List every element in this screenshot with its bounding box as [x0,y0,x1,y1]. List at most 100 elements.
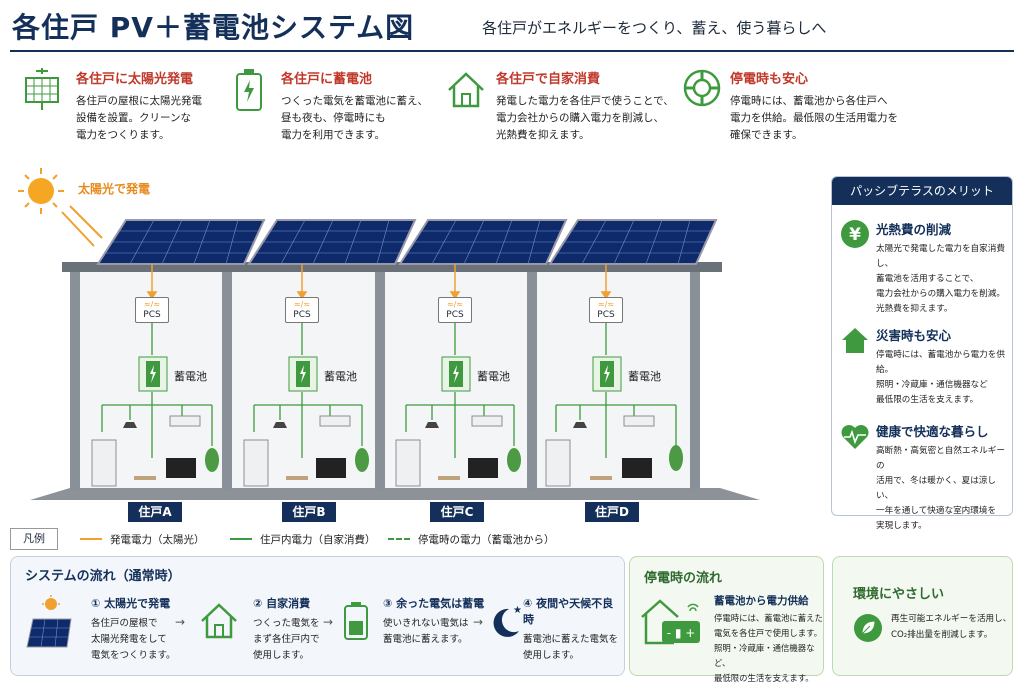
step-text: 蓄電池に蓄えます。 [383,634,468,645]
battery-icon [343,601,369,645]
house-icon [199,601,239,645]
benefit-title: 健康で快適な暮らし [876,424,989,439]
benefit-text: 照明・冷蔵庫・通信機器など [876,380,988,390]
pcs-box: ≈/≈PCS [285,297,319,323]
feature-battery: 各住戸に蓄電池 つくった電気を蓄電池に蓄え、昼も夜も、停電時にも電力を利用できま… [281,68,501,144]
step-title: ③ 余った電気は蓄電 [383,597,485,610]
power-lines [91,264,683,487]
roof-slab [62,262,722,272]
benefit-text: 太陽光で発電した電力を自家消費し、 [876,244,1005,269]
step-title: ① 太陽光で発電 [91,597,171,610]
step-text: 蓄電池に蓄えた電気を [523,634,619,645]
outage-title: 停電時の流れ [644,571,723,586]
feature-title: 各住戸で自家消費 [496,72,601,87]
solar-panel-icon [23,595,73,661]
feature-text: 確保できます。 [730,129,803,141]
battery-icon [138,356,168,392]
battery-label: 蓄電池 [174,370,207,383]
legend-swatch [230,538,252,540]
outage-panel: 停電時の流れ - ▮ + 蓄電池から電力供給 停電時には、蓄電池に蓄えた電気を各… [629,556,824,683]
system-flow-panel: システムの流れ（通常時） ① 太陽光で発電 各住戸の屋根で太陽光発電をして電気を… [10,556,625,676]
flow-step: ① 太陽光で発電 各住戸の屋根で太陽光発電をして電気をつくります。 [91,595,191,664]
benefit-title: 光熱費の削減 [876,222,952,237]
yen-icon: ¥ [840,219,870,253]
benefit-title: 災害時も安心 [876,328,952,343]
legend-item: 停電時の電力（蓄電池から） [418,534,555,546]
battery-icon [441,356,471,392]
pcs-box: ≈/≈PCS [589,297,623,323]
legend-item: 住戸内電力（自家消費） [260,534,376,546]
battery-icon [592,356,622,392]
outage-line: 停電時には、蓄電池に蓄えた [714,613,823,623]
svg-text:¥: ¥ [849,225,861,245]
feature-title: 停電時も安心 [730,72,809,87]
environment-text: 再生可能エネルギーを活用し、 CO₂排出量を削減します。 [891,611,1013,643]
battery-label: 蓄電池 [324,370,357,383]
step-text: 使用します。 [253,650,310,661]
heart-pulse-icon [840,423,870,455]
benefit-text: 電力会社からの購入電力を削減。 [876,289,1005,299]
solar-panel [548,219,718,265]
feature-title: 各住戸に太陽光発電 [76,72,194,87]
feature-solar: 各住戸に太陽光発電 各住戸の屋根に太陽光発電設備を設置。クリーンな電力をつくりま… [76,68,296,144]
flow-title: システムの流れ（通常時） [25,569,181,584]
unit-tag: 住戸D [585,502,639,522]
flow-step: ② 自家消費 つくった電気をまず各住戸内で使用します。 [253,595,353,664]
feature-text: 昼も夜も、停電時にも [281,112,386,124]
lifebuoy-icon [680,66,724,114]
unit-tag: 住戸B [282,502,336,522]
feature-self-consumption: 各住戸で自家消費 発電した電力を各住戸で使うことで、電力会社からの購入電力を削減… [496,68,716,144]
benefit-text: 一年を通して快適な室内環境を [876,506,997,516]
feature-text: 各住戸の屋根に太陽光発電 [76,95,202,107]
feature-text: 発電した電力を各住戸で使うことで、 [496,95,674,107]
solar-panel-icon [22,68,62,116]
house-icon [446,70,486,114]
feature-text: 光熱費を抑えます。 [496,129,590,141]
arrow-right-icon: → [323,615,334,629]
step-text: 電気をつくります。 [91,650,176,661]
unit-tag: 住戸A [128,502,182,522]
step-text: 使用します。 [523,650,580,661]
step-text: 太陽光発電をして [91,634,167,645]
arrow-right-icon: → [473,615,484,629]
step-text: まず各住戸内で [253,634,320,645]
legend-title: 凡例 [10,528,58,550]
legend: 凡例 発電電力（太陽光） 住戸内電力（自家消費） 停電時の電力（蓄電池から） [10,528,625,550]
outage-line: 照明・冷蔵庫・通信機器など、 [714,643,815,668]
benefit-item: 光熱費の削減 太陽光で発電した電力を自家消費し、蓄電池を活用することで、電力会社… [876,219,1012,317]
divider [10,50,1014,52]
outage-text: 停電時には、蓄電池に蓄えた電気を各住戸で使用します。照明・冷蔵庫・通信機器など、… [714,611,824,683]
svg-text:- ▮ +: - ▮ + [667,626,696,640]
benefit-text: 活用で、冬は暖かく、夏は涼しい、 [876,476,996,501]
moon-icon: ★ [489,603,522,643]
feature-outage: 停電時も安心 停電時には、蓄電池から各住戸へ電力を供給。最低限の生活用電力を確保… [730,68,950,144]
step-title: ② 自家消費 [253,597,311,610]
house-battery-icon: - ▮ + [640,597,704,651]
house-icon [840,325,870,359]
leaf-icon [853,613,883,647]
benefits-panel: パッシブテラスのメリット ¥ 光熱費の削減 太陽光で発電した電力を自家消費し、蓄… [831,176,1013,531]
battery-label: 蓄電池 [477,370,510,383]
svg-text:★: ★ [513,605,521,616]
benefit-text: 実現します。 [876,521,927,531]
step-text: 使いきれない電気は [383,618,469,629]
outage-line: 電気を各住戸で使用します。 [714,628,823,638]
feature-title: 各住戸に蓄電池 [281,72,373,87]
page-title: 各住戸 PV＋蓄電池システム図 [12,11,415,44]
solar-panel [247,219,417,265]
flow-step: ③ 余った電気は蓄電 使いきれない電気は蓄電池に蓄えます。 [383,595,493,648]
pcs-box: ≈/≈PCS [438,297,472,323]
battery-icon [288,356,318,392]
battery-label: 蓄電池 [628,370,661,383]
outage-subtitle: 蓄電池から電力供給 [714,595,809,607]
benefit-text: 最低限の生活を支えます。 [876,395,979,405]
environment-title: 環境にやさしい [853,587,945,602]
step-title: ④ 夜間や天候不良時 [523,597,614,626]
page-subtitle: 各住戸がエネルギーをつくり、蓄え、使う暮らしへ [482,19,827,37]
environment-line: 再生可能エネルギーを活用し、 [891,614,1012,624]
benefit-text: 停電時には、蓄電池から電力を供給。 [876,350,1005,375]
legend-swatch [80,538,102,540]
benefits-title: パッシブテラスのメリット [832,177,1012,205]
battery-icon [234,68,264,116]
environment-line: CO₂排出量を削減します。 [891,630,993,640]
